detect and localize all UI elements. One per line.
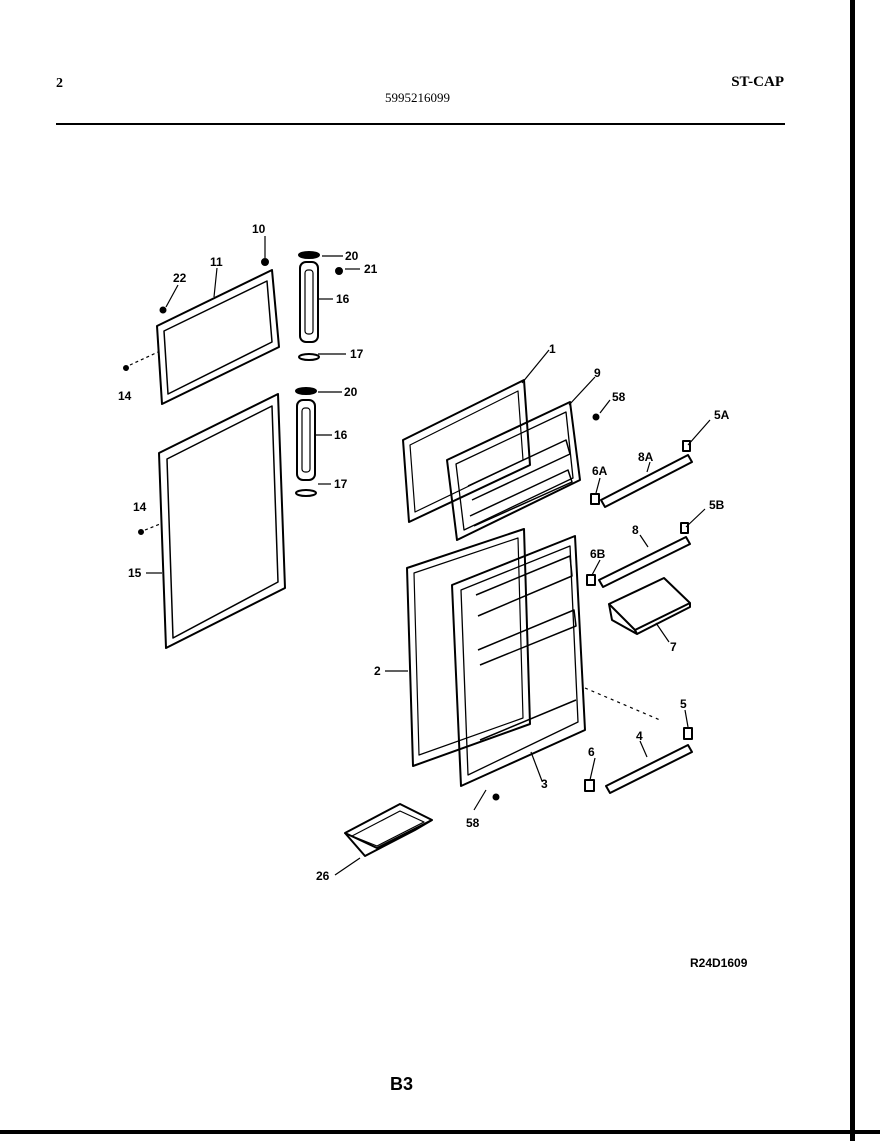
end-cap-5 [683, 727, 693, 740]
screw-14a [123, 365, 129, 371]
callout-8: 8 [632, 523, 639, 537]
callout-16b: 16 [334, 428, 348, 442]
callout-1: 1 [549, 342, 556, 356]
model-code: ST-CAP [731, 74, 784, 90]
callout-2: 2 [374, 664, 381, 678]
header-divider [56, 123, 785, 125]
callout-10: 10 [252, 222, 266, 236]
door-bin [344, 803, 433, 857]
end-cap-6b [586, 574, 596, 586]
door-shelf-bar-4 [605, 744, 693, 794]
callout-9: 9 [594, 366, 601, 380]
callout-14b: 14 [133, 500, 147, 514]
freezer-door-handle [298, 251, 320, 361]
callout-4: 4 [636, 729, 643, 743]
sheet-identifier: B3 [390, 1074, 414, 1094]
lower-door-outer-panel [406, 528, 531, 767]
callout-58a: 58 [612, 390, 626, 404]
part-number: 5995216099 [385, 90, 450, 105]
callout-6A: 6A [592, 464, 608, 478]
door-shelf-bar-8 [598, 536, 691, 588]
callout-21: 21 [364, 262, 378, 276]
end-cap-5b [680, 522, 689, 534]
screw-10 [261, 258, 269, 266]
callout-6B: 6B [590, 547, 606, 561]
upper-door-liner [446, 401, 581, 541]
callout-11: 11 [210, 255, 223, 269]
callout-5A: 5A [714, 408, 730, 422]
lower-door-liner [451, 535, 586, 787]
screw-14b [138, 529, 144, 535]
callout-3: 3 [541, 777, 548, 791]
callout-14a: 14 [118, 389, 132, 403]
callout-15: 15 [128, 566, 142, 580]
door-shelf-bar-8a [600, 454, 693, 508]
dairy-compartment [608, 577, 691, 635]
callout-16a: 16 [336, 292, 350, 306]
callout-17a: 17 [350, 347, 364, 361]
callout-58b: 58 [466, 816, 480, 830]
callout-8A: 8A [638, 450, 654, 464]
screw-21 [335, 267, 343, 275]
fresh-food-door-gasket [158, 393, 286, 649]
screw-58a [592, 413, 600, 421]
callout-22: 22 [173, 271, 187, 285]
scan-edge-right [850, 0, 855, 1141]
scan-edge-bottom [0, 1130, 880, 1134]
callout-6: 6 [588, 745, 595, 759]
callout-20a: 20 [345, 249, 359, 263]
leader-lines [129, 236, 711, 876]
end-cap-6a [590, 493, 600, 505]
plug-22 [159, 306, 167, 314]
page-number: 2 [56, 76, 63, 91]
callout-20b: 20 [344, 385, 358, 399]
end-cap-6 [584, 779, 595, 792]
drawing-reference-code: R24D1609 [690, 956, 748, 970]
fresh-food-door-handle [295, 387, 317, 497]
callout-5B: 5B [709, 498, 725, 512]
callout-5a: 5 [680, 697, 687, 711]
end-cap-5a [682, 440, 691, 452]
callout-7: 7 [670, 640, 677, 654]
freezer-door-gasket [156, 269, 280, 405]
screw-58b [492, 793, 500, 801]
callout-26: 26 [316, 869, 330, 883]
callout-17b: 17 [334, 477, 348, 491]
